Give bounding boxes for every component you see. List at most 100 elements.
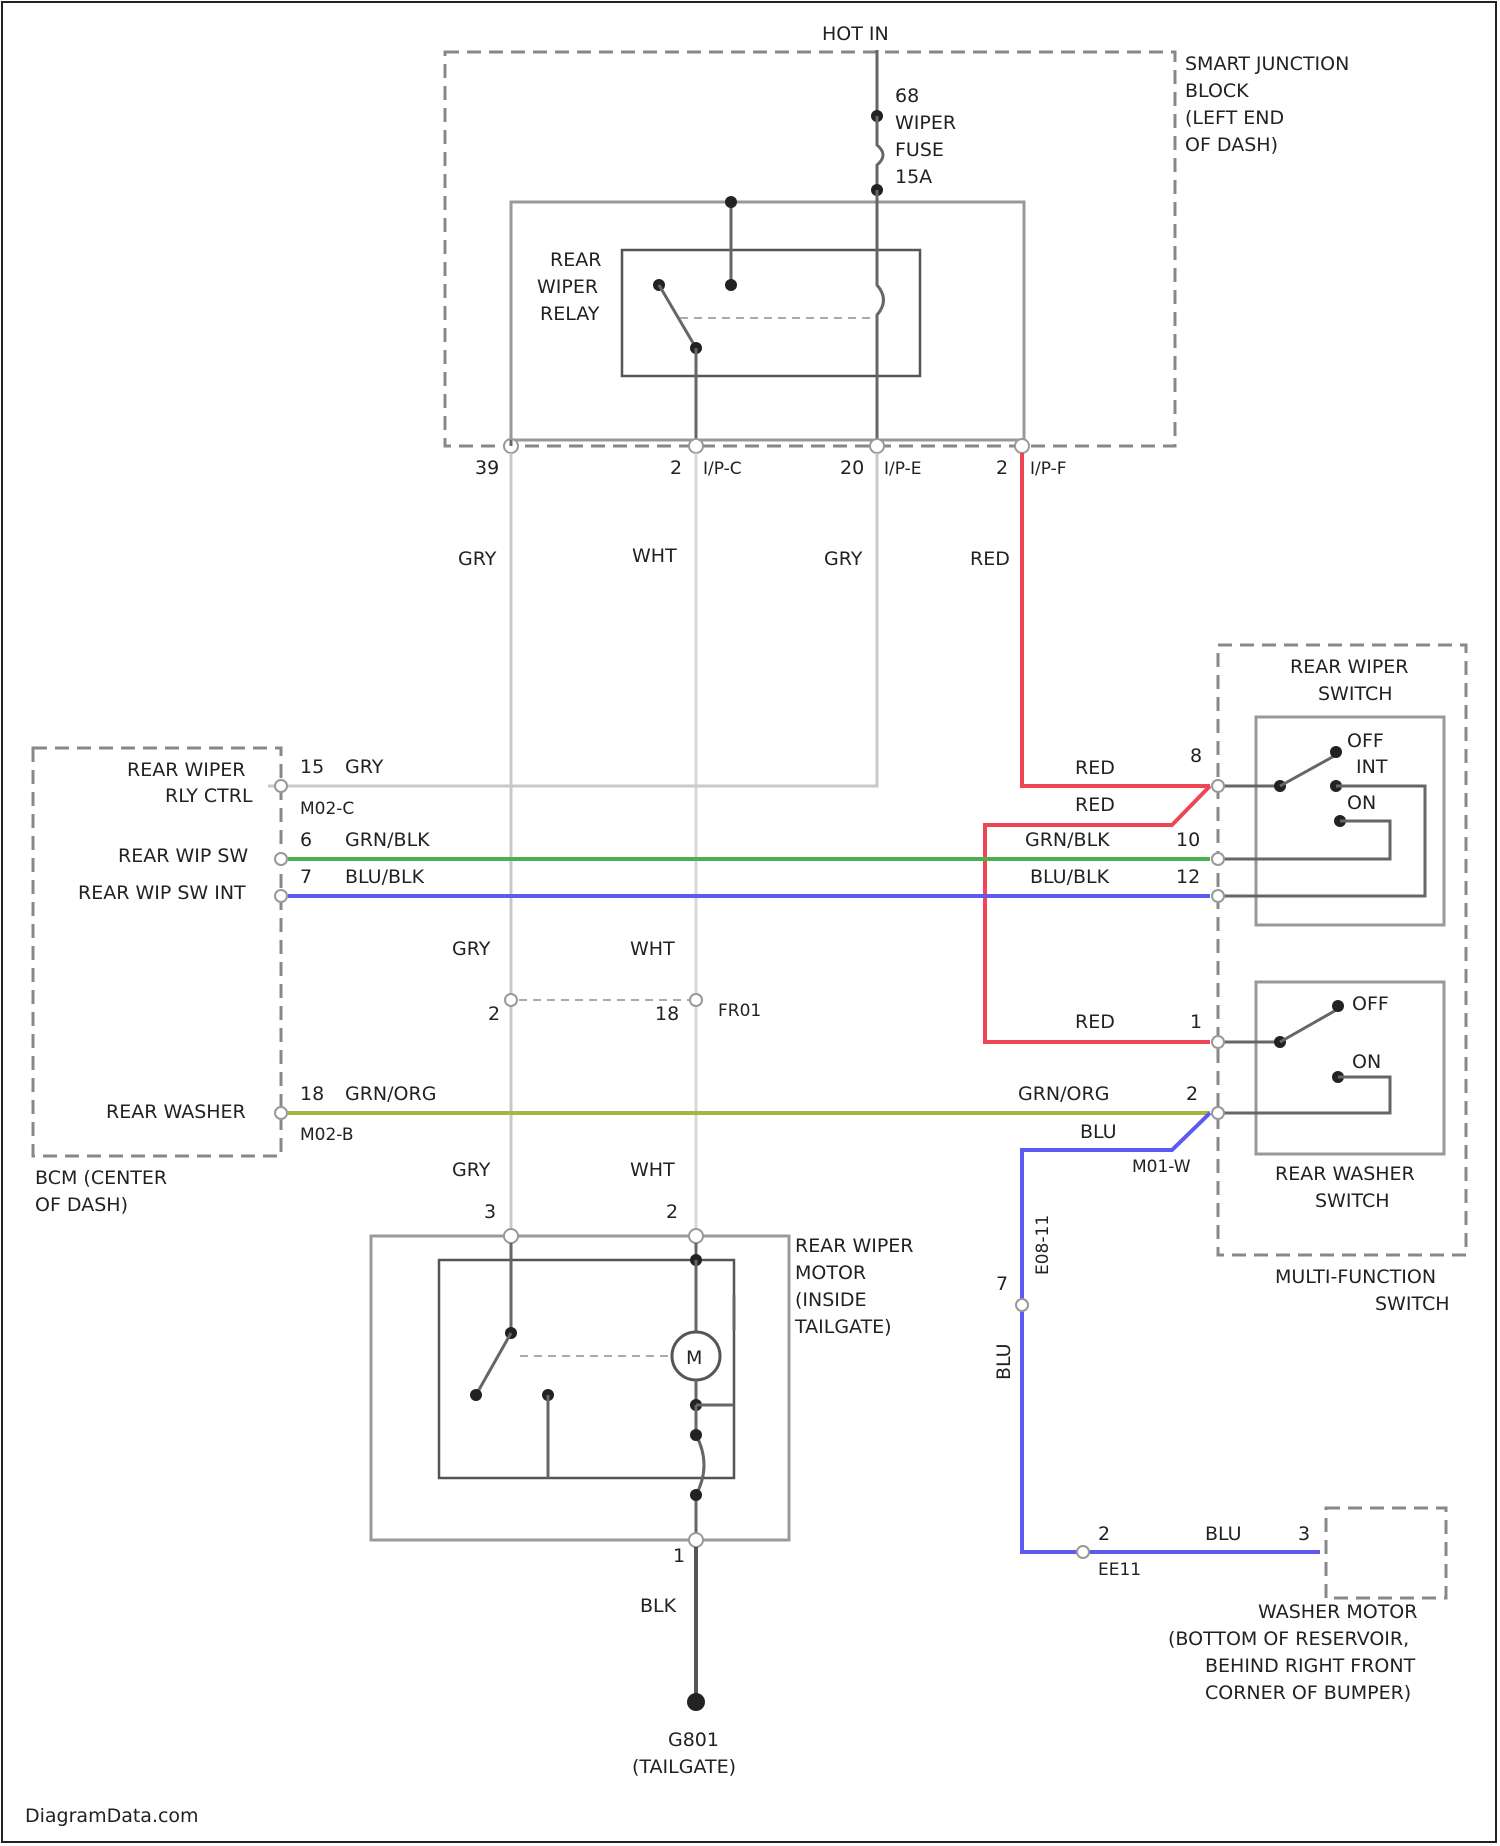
motor-title-4: TAILGATE) bbox=[794, 1316, 892, 1338]
washer-pos-off: OFF bbox=[1352, 993, 1389, 1015]
bcm-row3-wire: BLU/BLK bbox=[345, 866, 425, 888]
fuse-label-4: 15A bbox=[895, 166, 932, 188]
wiper-wire-grn-blk: GRN/BLK bbox=[1025, 829, 1110, 851]
bcm-row1-pin: 15 bbox=[300, 756, 324, 778]
relay-bus-dot bbox=[725, 196, 737, 208]
bcm-row4-pin: 18 bbox=[300, 1083, 324, 1105]
wiper-pos-off: OFF bbox=[1347, 730, 1384, 752]
washer-switch-box bbox=[1256, 982, 1444, 1154]
washer-conn-a-label: E08-11 bbox=[1033, 1215, 1053, 1275]
motor-housing bbox=[371, 1236, 789, 1540]
bcm-row1-conn: M02-C bbox=[300, 799, 354, 819]
inline-pin-2 bbox=[505, 994, 517, 1006]
motor-pin-1 bbox=[689, 1533, 703, 1547]
relay-contact-no bbox=[725, 279, 737, 291]
washer-pin-1: 1 bbox=[1190, 1011, 1202, 1033]
wire-red-branch bbox=[985, 786, 1210, 1042]
inline-pin-18 bbox=[690, 994, 702, 1006]
motor-pin-num-1: 1 bbox=[673, 1545, 685, 1567]
mfs-pin-12 bbox=[1212, 890, 1224, 902]
inline-wire-wht-1: WHT bbox=[630, 938, 675, 960]
washer-wire-blu-h: BLU bbox=[1205, 1523, 1242, 1545]
washer-sw-arm bbox=[1280, 1009, 1338, 1042]
washer-conn-a-pin bbox=[1016, 1299, 1028, 1311]
bcm-row4-conn: M02-B bbox=[300, 1125, 354, 1145]
mfs-pin-1 bbox=[1212, 1036, 1224, 1048]
washer-pin-3: 3 bbox=[1298, 1523, 1310, 1545]
wiper-sw-int-wire bbox=[1218, 786, 1425, 896]
wiper-wire-blu-blk: BLU/BLK bbox=[1030, 866, 1110, 888]
park-switch-arm bbox=[476, 1333, 511, 1395]
bcm-row4-wire: GRN/ORG bbox=[345, 1083, 436, 1105]
motor-pin-num-2: 2 bbox=[666, 1201, 678, 1223]
wiper-switch-title-2: SWITCH bbox=[1318, 683, 1393, 705]
sjb-pin-num-2: 2 bbox=[670, 457, 682, 479]
washer-sw-on-wire bbox=[1218, 1077, 1390, 1113]
mfs-conn-label: M01-W bbox=[1132, 1157, 1191, 1177]
sjb-pin-conn-4: I/P-F bbox=[1030, 459, 1067, 479]
motor-title-1: REAR WIPER bbox=[795, 1235, 914, 1257]
washer-pos-on: ON bbox=[1352, 1051, 1381, 1073]
bcm-row1-wire: GRY bbox=[345, 756, 384, 778]
relay-coil-box bbox=[622, 250, 920, 376]
sjb-title-3: (LEFT END bbox=[1185, 107, 1284, 129]
bcm-pin-15 bbox=[275, 780, 287, 792]
fuse-label-1: 68 bbox=[895, 85, 919, 107]
sjb-title-4: OF DASH) bbox=[1185, 134, 1278, 156]
washer-title-3: BEHIND RIGHT FRONT bbox=[1205, 1655, 1416, 1677]
washer-motor-box bbox=[1326, 1508, 1446, 1598]
wiper-wire-red-2: RED bbox=[1075, 794, 1115, 816]
fuse-label-3: FUSE bbox=[895, 139, 944, 161]
fuse-symbol bbox=[877, 116, 883, 190]
relay-coil-wire bbox=[877, 190, 884, 440]
sjb-pin-2-c bbox=[689, 439, 703, 453]
bcm-row3-label: REAR WIP SW INT bbox=[78, 882, 246, 904]
wiper-pos-int: INT bbox=[1356, 756, 1388, 778]
motor-title-2: MOTOR bbox=[795, 1262, 866, 1284]
wire-red-sjb-2f bbox=[1022, 453, 1210, 786]
washer-pin-7: 7 bbox=[996, 1273, 1008, 1295]
sjb-pin-num-4: 2 bbox=[996, 457, 1008, 479]
sjb-pin-2-f bbox=[1015, 439, 1029, 453]
motor-thermal-bottom bbox=[690, 1489, 702, 1501]
inline-pin-num-2: 2 bbox=[488, 1003, 500, 1025]
washer-title-1: WASHER MOTOR bbox=[1258, 1601, 1417, 1623]
washer-pin-2: 2 bbox=[1186, 1083, 1198, 1105]
motor-thermal-top bbox=[690, 1429, 702, 1441]
mfs-title-1: MULTI-FUNCTION bbox=[1275, 1266, 1436, 1288]
inline-wire-gry-2: GRY bbox=[452, 1159, 491, 1181]
wiper-pin-8: 8 bbox=[1190, 745, 1202, 767]
sjb-pin-num-3: 20 bbox=[840, 457, 864, 479]
relay-label-2: WIPER bbox=[537, 276, 598, 298]
inline-pin-num-18: 18 bbox=[655, 1003, 679, 1025]
bcm-row2-pin: 6 bbox=[300, 829, 312, 851]
washer-title-4: CORNER OF BUMPER) bbox=[1205, 1682, 1411, 1704]
bcm-pin-6 bbox=[275, 853, 287, 865]
motor-pin-3 bbox=[504, 1229, 518, 1243]
bcm-row1-label-2: RLY CTRL bbox=[165, 785, 253, 807]
wire-label-gry-1: GRY bbox=[458, 548, 497, 570]
wire-label-wht-1: WHT bbox=[632, 545, 677, 567]
bcm-boundary bbox=[33, 748, 281, 1156]
motor-pin-num-3: 3 bbox=[484, 1201, 496, 1223]
motor-pin-2 bbox=[689, 1229, 703, 1243]
washer-wire-blu-v: BLU bbox=[993, 1343, 1015, 1380]
ground-title-2: (TAILGATE) bbox=[632, 1756, 736, 1778]
wire-gry-sjb-20 bbox=[268, 453, 877, 786]
sjb-title-1: SMART JUNCTION bbox=[1185, 53, 1349, 75]
wiper-pin-12: 12 bbox=[1176, 866, 1200, 888]
inline-conn-label: FR01 bbox=[718, 1001, 761, 1021]
hot-in-label: HOT IN bbox=[822, 23, 889, 45]
sjb-pin-conn-2: I/P-C bbox=[703, 459, 742, 479]
washer-switch-title-1: REAR WASHER bbox=[1275, 1163, 1415, 1185]
washer-switch-title-2: SWITCH bbox=[1315, 1190, 1390, 1212]
sjb-title-2: BLOCK bbox=[1185, 80, 1249, 102]
washer-sw-off bbox=[1332, 1000, 1344, 1012]
sjb-pin-20 bbox=[870, 439, 884, 453]
wiper-sw-off bbox=[1330, 746, 1342, 758]
relay-label-1: REAR bbox=[550, 249, 601, 271]
wire-label-red-1: RED bbox=[970, 548, 1010, 570]
motor-thermal-wire bbox=[696, 1405, 704, 1540]
footer-watermark: DiagramData.com bbox=[25, 1805, 199, 1827]
